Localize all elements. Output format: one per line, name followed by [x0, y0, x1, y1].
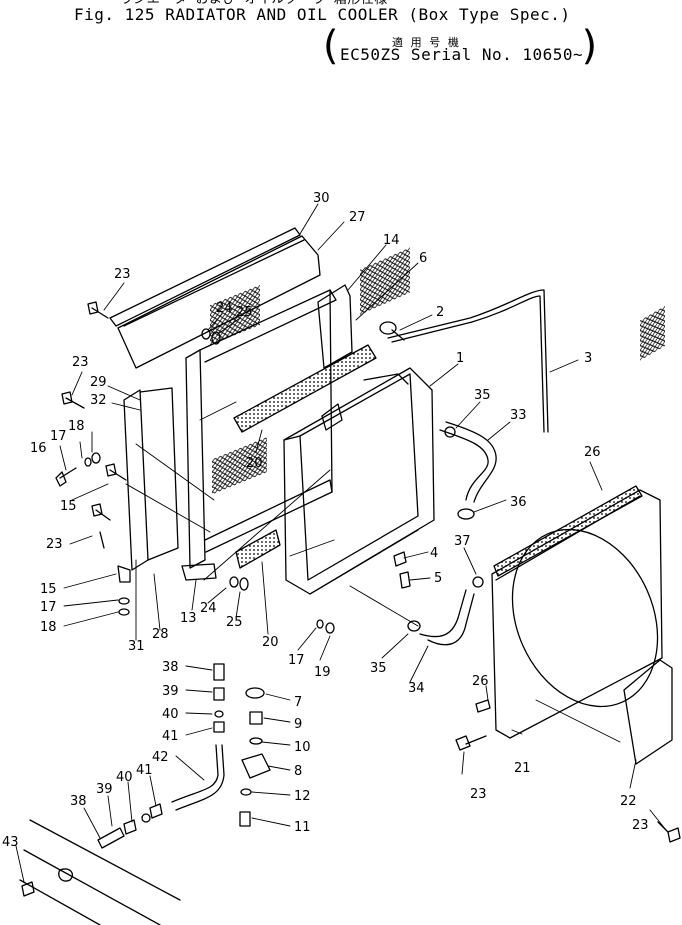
figure-header: ラジエータ および オイルクーラ 箱形仕様 Fig. 125 RADIATOR … — [0, 0, 682, 80]
callout-31: 31 — [128, 639, 145, 654]
callout-15: 15 — [60, 499, 77, 514]
callout-30: 30 — [313, 191, 330, 206]
callout-35: 35 — [370, 661, 387, 676]
callout-23: 23 — [114, 267, 131, 282]
right-parenthesis: ) — [578, 23, 603, 69]
callout-23: 23 — [470, 787, 487, 802]
lower-hose — [419, 589, 475, 646]
callout-28: 28 — [152, 627, 169, 642]
callout-8: 8 — [294, 764, 302, 779]
callout-27: 27 — [349, 210, 366, 225]
callout-13: 13 — [180, 611, 197, 626]
callout-39: 39 — [96, 782, 113, 797]
radiator-core — [283, 247, 435, 595]
left-parenthesis: ( — [318, 23, 343, 69]
callout-41: 41 — [136, 763, 153, 778]
seal-strip-upper — [233, 344, 377, 433]
callout-24: 24 — [200, 601, 217, 616]
callout-19: 19 — [314, 665, 331, 680]
callout-17: 17 — [40, 600, 57, 615]
callout-labels: 30 27 14 6 23 24 25 2 3 1 23 29 32 35 33… — [2, 191, 649, 850]
bolts — [55, 301, 681, 843]
callout-5: 5 — [434, 571, 442, 586]
callout-23: 23 — [632, 818, 649, 833]
shroud-seal — [109, 227, 301, 327]
mounting-frame-lines — [19, 819, 181, 925]
callout-42: 42 — [152, 750, 169, 765]
drain-valve-assembly — [239, 687, 271, 827]
callout-26: 26 — [472, 674, 489, 689]
callout-4: 4 — [430, 546, 438, 561]
callout-33: 33 — [510, 408, 527, 423]
callout-21: 21 — [514, 761, 531, 776]
callout-41: 41 — [162, 729, 179, 744]
callout-12: 12 — [294, 789, 311, 804]
callout-39: 39 — [162, 684, 179, 699]
overflow-hose — [387, 289, 549, 433]
callout-25: 25 — [236, 305, 253, 320]
callout-29: 29 — [90, 375, 107, 390]
bracket-frame — [317, 284, 353, 369]
callout-1: 1 — [456, 351, 464, 366]
callout-35: 35 — [474, 388, 491, 403]
callout-23: 23 — [72, 355, 89, 370]
callout-37: 37 — [454, 534, 471, 549]
access-cover — [623, 306, 673, 765]
callout-11: 11 — [294, 820, 311, 835]
callout-15: 15 — [40, 582, 57, 597]
callout-16: 16 — [30, 441, 47, 456]
callout-10: 10 — [294, 740, 311, 755]
fittings-upper — [213, 663, 225, 733]
japanese-title: ラジエータ および オイルクーラ 箱形仕様 — [120, 0, 388, 9]
fan-shroud — [491, 485, 663, 739]
callout-20: 20 — [262, 635, 279, 650]
callout-26: 26 — [584, 445, 601, 460]
radiator-cap — [379, 321, 405, 341]
callout-36: 36 — [510, 495, 527, 510]
callout-14: 14 — [383, 233, 400, 248]
fittings-lower — [97, 803, 163, 849]
callout-3: 3 — [584, 351, 592, 366]
oil-cooler-pipe — [171, 744, 225, 811]
upper-hose — [439, 421, 497, 503]
callout-17: 17 — [50, 429, 67, 444]
leader-lines — [15, 203, 667, 883]
callout-40: 40 — [116, 770, 133, 785]
side-plate — [123, 387, 179, 571]
serial-range: EC50ZS Serial No. 10650~ — [340, 45, 584, 64]
callout-23: 23 — [46, 537, 63, 552]
callout-38: 38 — [70, 794, 87, 809]
callout-20: 20 — [246, 456, 263, 471]
callout-17: 17 — [288, 653, 305, 668]
callout-24: 24 — [216, 301, 233, 316]
callout-40: 40 — [162, 707, 179, 722]
callout-6: 6 — [419, 251, 427, 266]
callout-25: 25 — [226, 615, 243, 630]
seal-strip-lower — [235, 529, 281, 569]
callout-43: 43 — [2, 835, 19, 850]
callout-2: 2 — [436, 305, 444, 320]
callout-9: 9 — [294, 717, 302, 732]
left-side-frame — [185, 284, 337, 569]
callout-7: 7 — [294, 695, 302, 710]
callout-18: 18 — [68, 419, 85, 434]
callout-34: 34 — [408, 681, 425, 696]
upper-plate — [117, 235, 321, 369]
callout-32: 32 — [90, 393, 107, 408]
callout-38: 38 — [162, 660, 179, 675]
callout-22: 22 — [620, 794, 637, 809]
applicable-models-label: 適 用 号 機 — [392, 36, 460, 49]
figure-title: Fig. 125 RADIATOR AND OIL COOLER (Box Ty… — [74, 5, 571, 24]
callout-18: 18 — [40, 620, 57, 635]
